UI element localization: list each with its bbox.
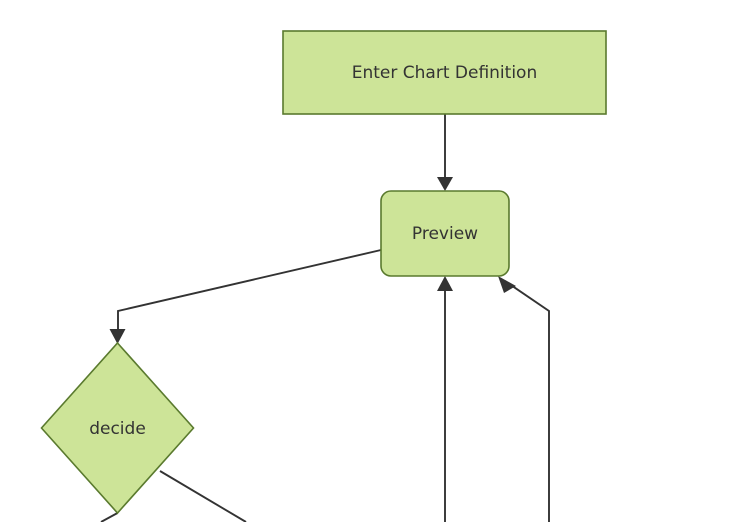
edge-preview-to-decide xyxy=(109,249,382,344)
node-label: Preview xyxy=(412,224,478,244)
edge-layer xyxy=(100,114,550,522)
arrowhead-down-icon xyxy=(109,329,126,344)
arrowhead-up-icon xyxy=(437,276,453,291)
node-label: Enter Chart Definition xyxy=(352,63,537,83)
edge-bottom-right-to-preview xyxy=(498,276,550,522)
edge-bottom-center-to-preview xyxy=(437,276,453,522)
edge-enter-to-preview xyxy=(437,114,453,191)
node-rounded-rectangle[interactable] xyxy=(380,190,510,277)
edge-decide-right-out xyxy=(159,470,247,522)
edge-line xyxy=(117,249,382,336)
edge-line xyxy=(159,470,247,522)
node-rectangle[interactable] xyxy=(282,30,607,115)
edge-line xyxy=(100,512,118,522)
edge-line xyxy=(504,280,550,522)
arrowhead-up-left-icon xyxy=(498,276,516,293)
node-decide[interactable]: decide xyxy=(40,341,195,515)
node-enter-chart-definition[interactable]: Enter Chart Definition xyxy=(282,30,607,115)
node-diamond[interactable] xyxy=(40,341,195,515)
node-preview[interactable]: Preview xyxy=(380,190,510,277)
node-label: decide xyxy=(89,419,146,439)
node-layer: Enter Chart Definition Preview decide xyxy=(40,30,607,515)
edge-decide-bottom-out xyxy=(100,512,118,522)
arrowhead-down-icon xyxy=(437,177,453,191)
